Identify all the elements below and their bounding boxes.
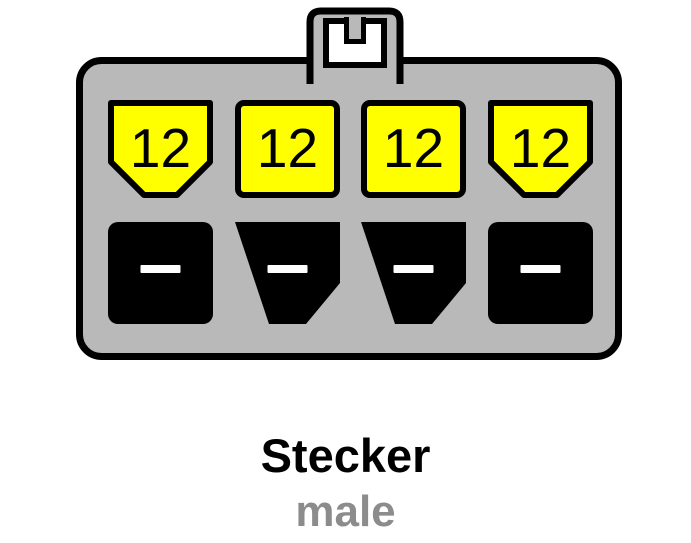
minus-dash-icon bbox=[393, 265, 434, 273]
pin-12v-2-label: 12 bbox=[257, 117, 318, 179]
caption-subtitle: male bbox=[295, 487, 396, 536]
pin-12v-1-label: 12 bbox=[130, 117, 191, 179]
caption-title: Stecker bbox=[260, 429, 431, 482]
minus-dash-icon bbox=[520, 265, 561, 273]
connector-svg: 12 12 12 12 bbox=[76, 7, 622, 360]
pin-12v-4 bbox=[488, 100, 593, 198]
pin-12v-1 bbox=[108, 100, 213, 198]
pin-12v-3 bbox=[361, 100, 466, 198]
minus-dash-icon bbox=[267, 265, 308, 273]
pin-12v-2 bbox=[235, 100, 340, 198]
minus-dash-icon bbox=[140, 265, 181, 273]
pin-12v-4-label: 12 bbox=[510, 117, 571, 179]
pin-12v-3-label: 12 bbox=[383, 117, 444, 179]
latch-slot-notch bbox=[344, 17, 366, 44]
